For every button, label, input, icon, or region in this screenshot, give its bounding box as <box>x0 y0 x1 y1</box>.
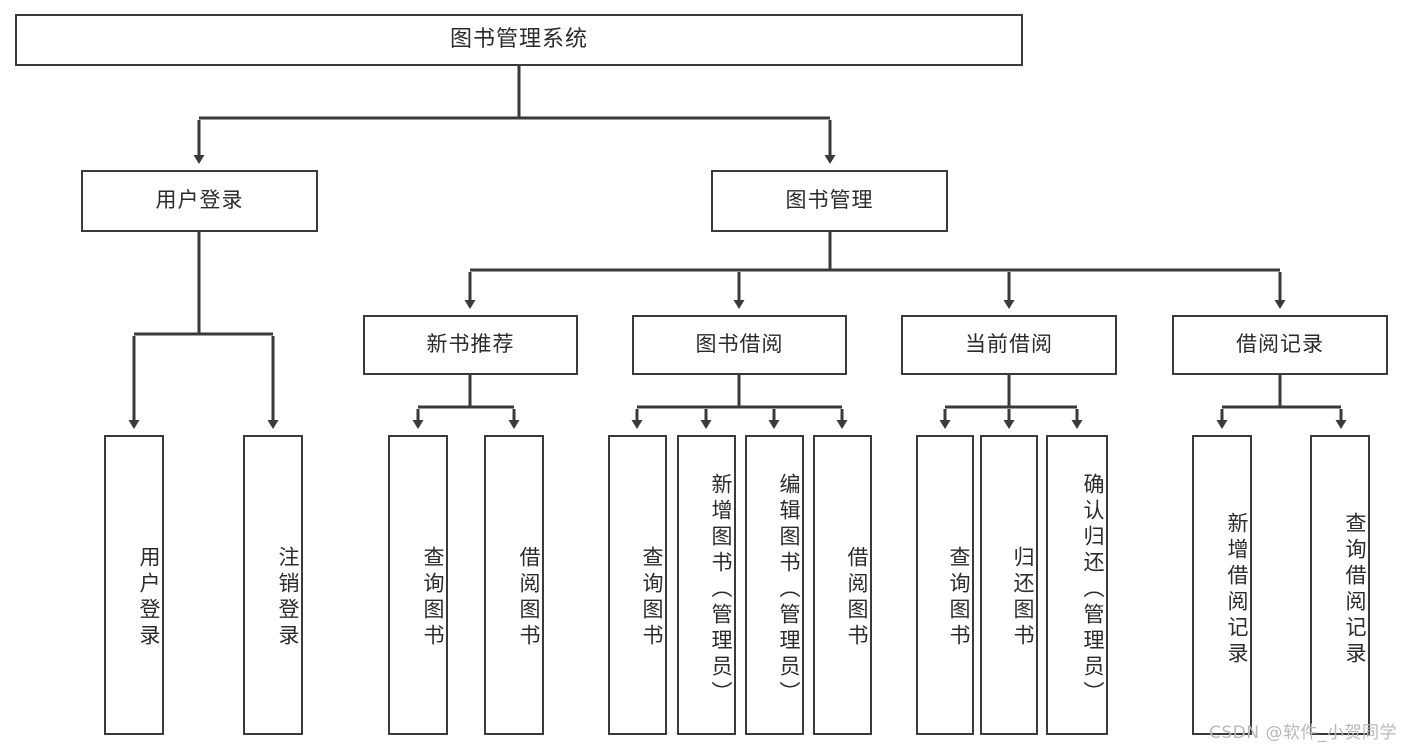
watermark-text: CSDN @软件_小贺同学 <box>1209 723 1397 743</box>
node-borrow-record-label: 借阅记录 <box>1236 332 1324 357</box>
leaf-return-book[interactable]: 归还图书 <box>980 435 1038 735</box>
node-user-login[interactable]: 用户登录 <box>81 170 318 232</box>
leaf-borrow-book-1-label: 借阅图书 <box>517 546 541 650</box>
leaf-add-book-label: 新增图书（管理员） <box>709 473 733 707</box>
leaf-confirm-return-label: 确认归还（管理员） <box>1081 473 1105 707</box>
leaf-borrow-book-1[interactable]: 借阅图书 <box>484 435 544 735</box>
leaf-query-book-2[interactable]: 查询图书 <box>608 435 667 735</box>
leaf-edit-book-label: 编辑图书（管理员） <box>777 473 801 707</box>
leaf-logout-label: 注销登录 <box>276 546 300 650</box>
leaf-query-book-3[interactable]: 查询图书 <box>916 435 974 735</box>
node-current-borrow-label: 当前借阅 <box>965 332 1053 357</box>
leaf-borrow-book-2-label: 借阅图书 <box>845 546 869 650</box>
leaf-user-login[interactable]: 用户登录 <box>104 435 164 735</box>
node-new-book-recommend[interactable]: 新书推荐 <box>363 315 578 375</box>
leaf-logout[interactable]: 注销登录 <box>243 435 303 735</box>
leaf-add-record[interactable]: 新增借阅记录 <box>1192 435 1252 735</box>
node-book-borrow[interactable]: 图书借阅 <box>632 315 847 375</box>
leaf-query-record-label: 查询借阅记录 <box>1343 512 1367 668</box>
node-root[interactable]: 图书管理系统 <box>15 14 1023 66</box>
node-book-management[interactable]: 图书管理 <box>711 170 948 232</box>
leaf-add-book[interactable]: 新增图书（管理员） <box>677 435 736 735</box>
leaf-borrow-book-2[interactable]: 借阅图书 <box>813 435 872 735</box>
node-book-borrow-label: 图书借阅 <box>695 332 784 357</box>
node-borrow-record[interactable]: 借阅记录 <box>1172 315 1388 375</box>
node-root-label: 图书管理系统 <box>449 26 588 52</box>
leaf-query-book-1-label: 查询图书 <box>421 546 445 650</box>
node-user-login-label: 用户登录 <box>155 188 244 213</box>
leaf-edit-book[interactable]: 编辑图书（管理员） <box>745 435 804 735</box>
leaf-query-record[interactable]: 查询借阅记录 <box>1310 435 1370 735</box>
node-book-management-label: 图书管理 <box>785 188 874 213</box>
leaf-return-book-label: 归还图书 <box>1011 546 1035 650</box>
node-current-borrow[interactable]: 当前借阅 <box>901 315 1117 375</box>
leaf-confirm-return[interactable]: 确认归还（管理员） <box>1046 435 1108 735</box>
leaf-query-book-2-label: 查询图书 <box>640 546 664 650</box>
leaf-query-book-3-label: 查询图书 <box>947 546 971 650</box>
node-new-book-recommend-label: 新书推荐 <box>426 332 515 357</box>
leaf-user-login-label: 用户登录 <box>137 546 161 650</box>
leaf-query-book-1[interactable]: 查询图书 <box>388 435 448 735</box>
leaf-add-record-label: 新增借阅记录 <box>1225 512 1249 668</box>
